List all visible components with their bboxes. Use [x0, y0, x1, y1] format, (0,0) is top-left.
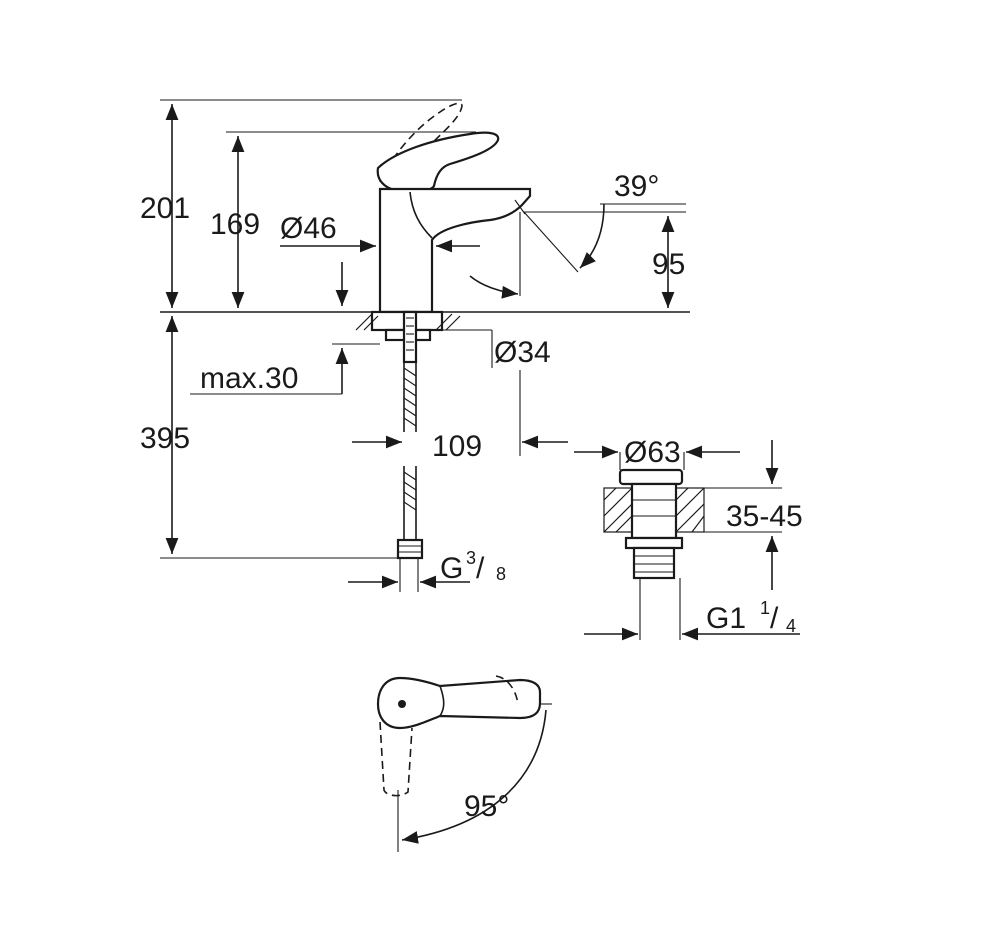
- dim-thread-g38: G 3 / 8: [348, 548, 506, 592]
- label-angle-39: 39°: [614, 170, 659, 203]
- label-thread-g: G: [440, 552, 463, 585]
- dim-95: 95: [469, 212, 685, 308]
- label-169: 169: [210, 208, 260, 241]
- dim-diameter-34: Ø34: [440, 329, 551, 369]
- waste-drawing: [603, 468, 705, 640]
- dim-diameter-63: Ø63: [574, 436, 740, 470]
- dim-diameter-46: Ø46: [280, 212, 480, 253]
- dim-thread-g114: G1 1 / 4: [584, 598, 800, 641]
- dim-169: 169: [210, 131, 476, 308]
- label-thread-g1-den: 4: [786, 616, 796, 636]
- label-angle-95: 95°: [464, 790, 509, 823]
- label-thread-g1-slash: /: [770, 602, 779, 635]
- label-diameter-63: Ø63: [624, 436, 681, 469]
- label-thread-g-slash: /: [476, 552, 485, 585]
- label-max-30: max.30: [200, 362, 298, 395]
- dim-395: 395: [140, 316, 400, 559]
- label-thread-g-den: 8: [496, 564, 506, 584]
- label-thread-g1-num: 1: [760, 598, 770, 618]
- label-35-45: 35-45: [726, 500, 803, 533]
- dim-35-45: 35-45: [704, 440, 803, 590]
- label-109: 109: [432, 430, 482, 463]
- label-95: 95: [652, 248, 685, 281]
- label-201: 201: [140, 192, 190, 225]
- dim-max-30: max.30: [190, 262, 380, 395]
- label-thread-g-num: 3: [466, 548, 476, 568]
- label-diameter-34: Ø34: [494, 336, 551, 369]
- label-thread-g1: G1: [706, 602, 746, 635]
- faucet-top-view: 95°: [376, 675, 552, 852]
- label-395: 395: [140, 422, 190, 455]
- faucet-side-view: [355, 102, 532, 560]
- dim-angle-39: 39°: [523, 170, 686, 273]
- dim-201: 201: [140, 99, 462, 308]
- label-diameter-46: Ø46: [280, 212, 337, 245]
- dim-109: 109: [352, 370, 568, 463]
